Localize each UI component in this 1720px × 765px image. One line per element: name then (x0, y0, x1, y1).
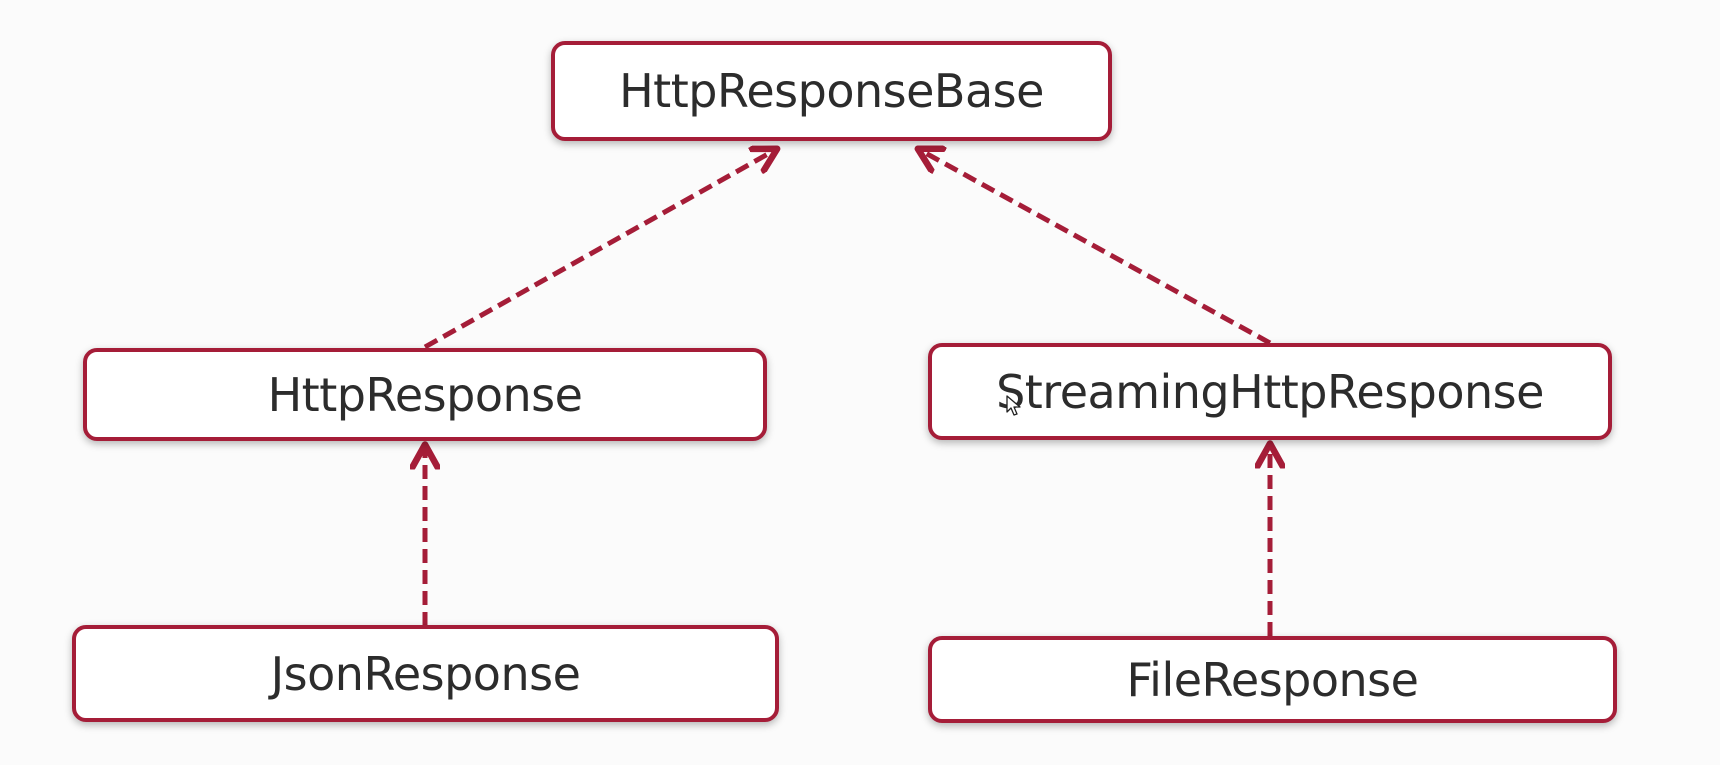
edge-httpresponse-to-base (423, 150, 775, 350)
node-httpresponse: HttpResponse (83, 348, 767, 441)
node-jsonresponse: JsonResponse (72, 625, 779, 722)
mouse-pointer-icon (1006, 395, 1021, 416)
node-httpresponsebase: HttpResponseBase (551, 41, 1112, 141)
edge-streaming-to-base (920, 150, 1272, 346)
node-fileresponse: FileResponse (928, 636, 1617, 723)
node-streaminghttpresponse: StreamingHttpResponse (928, 343, 1612, 440)
